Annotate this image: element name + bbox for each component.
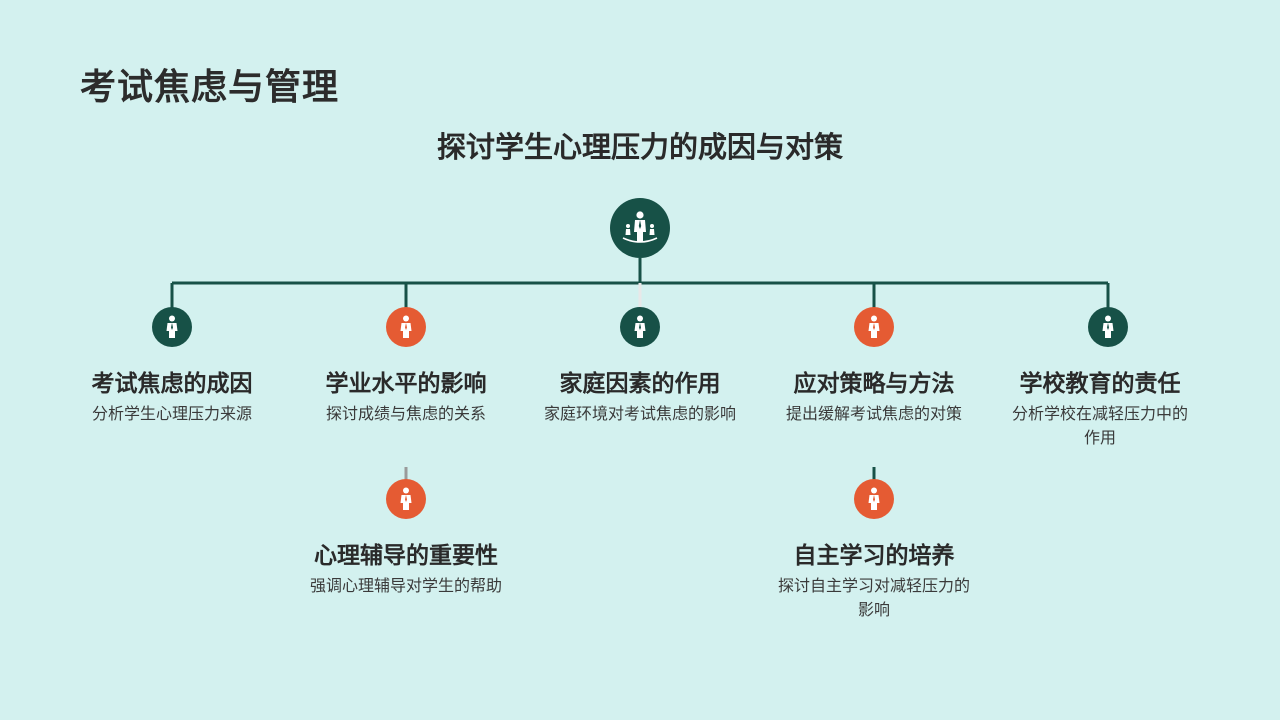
node-title: 心理辅导的重要性 bbox=[314, 543, 498, 569]
node-title: 自主学习的培养 bbox=[793, 543, 955, 569]
person-icon bbox=[868, 487, 880, 510]
node-desc: 探讨自主学习对减轻压力的影响 bbox=[777, 576, 970, 619]
node-desc: 提出缓解考试焦虑的对策 bbox=[785, 404, 962, 423]
node-icon-circle bbox=[1088, 307, 1128, 347]
node-icon-circle bbox=[386, 479, 426, 519]
page-subtitle: 探讨学生心理压力的成因与对策 bbox=[436, 130, 843, 164]
node-icon-circle bbox=[386, 307, 426, 347]
person-icon bbox=[166, 315, 178, 338]
node-icon-circle bbox=[854, 307, 894, 347]
person-icon bbox=[634, 315, 646, 338]
person-icon bbox=[400, 487, 412, 510]
node-icon-circle bbox=[152, 307, 192, 347]
person-icon bbox=[400, 315, 412, 338]
person-icon bbox=[1102, 315, 1114, 338]
node-title: 应对策略与方法 bbox=[793, 371, 955, 397]
node-icon-circle bbox=[620, 307, 660, 347]
node-icon-circle bbox=[854, 479, 894, 519]
node-title: 家庭因素的作用 bbox=[559, 371, 721, 397]
node-desc: 家庭环境对考试焦虑的影响 bbox=[543, 404, 736, 423]
root-node bbox=[610, 198, 670, 258]
node-title: 学业水平的影响 bbox=[325, 371, 487, 397]
node-desc: 强调心理辅导对学生的帮助 bbox=[309, 576, 502, 595]
node-desc: 分析学生心理压力来源 bbox=[91, 404, 252, 423]
node-desc: 分析学校在减轻压力中的作用 bbox=[1011, 404, 1188, 447]
node-title: 考试焦虑的成因 bbox=[91, 371, 253, 397]
node-title: 学校教育的责任 bbox=[1019, 371, 1181, 397]
person-podium-icon bbox=[622, 211, 658, 243]
person-icon bbox=[868, 315, 880, 338]
node-desc: 探讨成绩与焦虑的关系 bbox=[325, 404, 486, 423]
page-title: 考试焦虑与管理 bbox=[80, 67, 340, 108]
